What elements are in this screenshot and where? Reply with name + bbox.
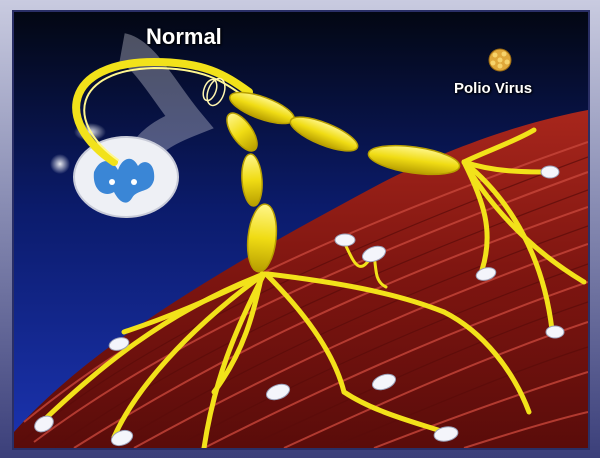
illustration-canvas: Normal Polio Virus bbox=[12, 10, 590, 450]
polio-virus-particle-icon bbox=[489, 49, 511, 71]
polio-virus-label: Polio Virus bbox=[454, 80, 532, 97]
illustration-title: Normal bbox=[146, 24, 222, 50]
illustration-svg bbox=[14, 12, 588, 448]
